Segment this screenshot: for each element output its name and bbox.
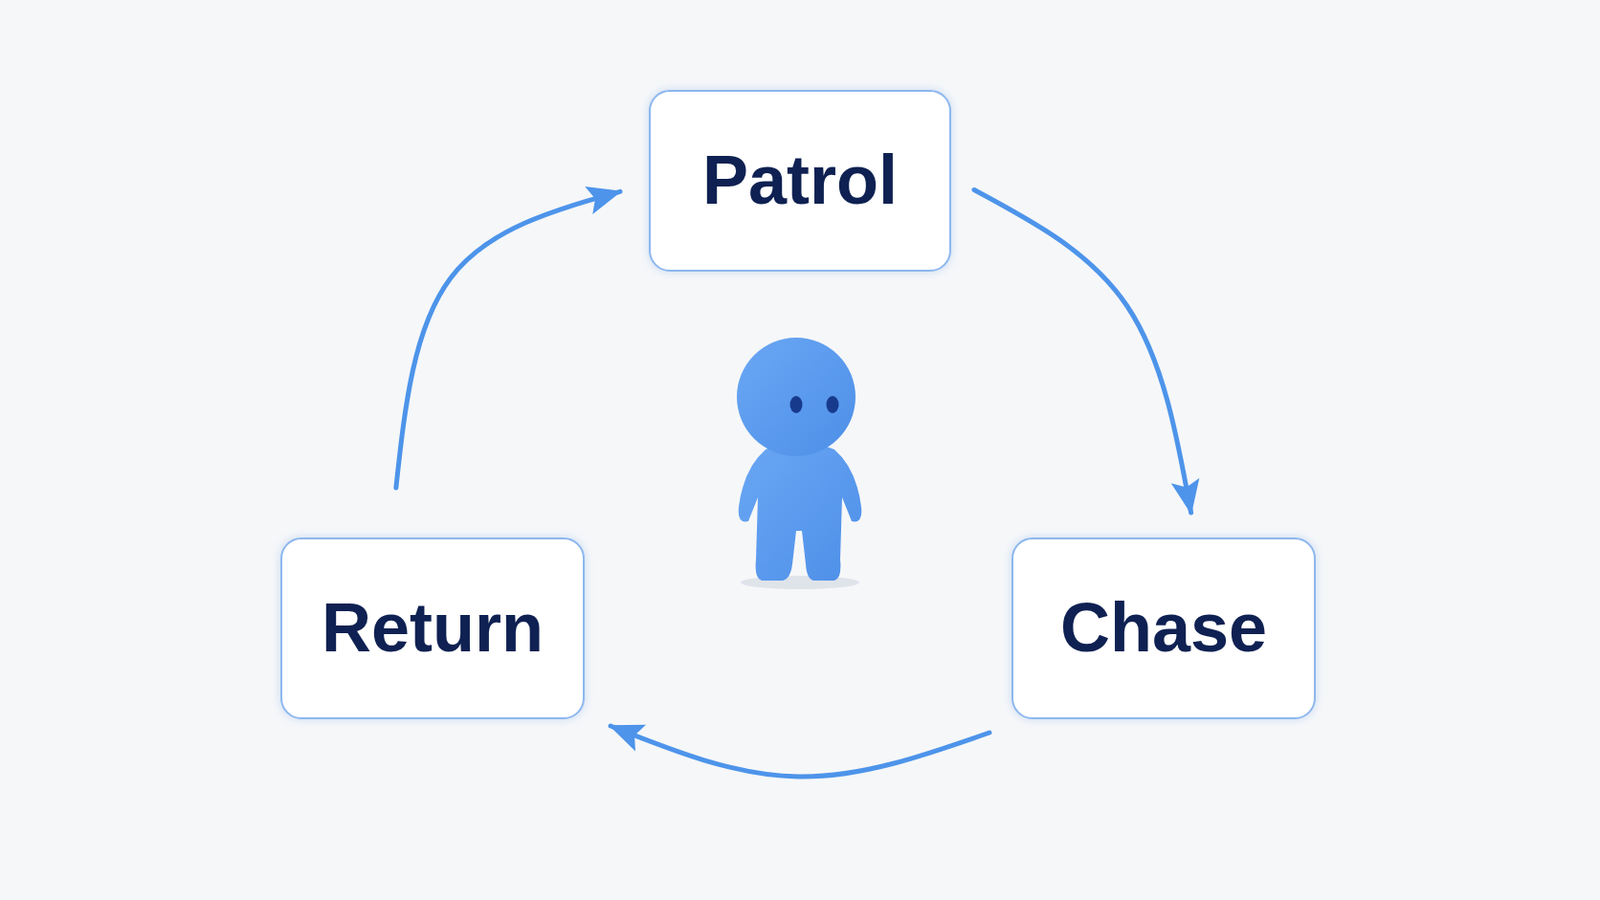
character-eye (790, 396, 803, 414)
state-box: Chase (1011, 537, 1316, 720)
transition-arrow (396, 191, 621, 489)
state-box: Return (280, 537, 585, 720)
state-label: Return (321, 590, 544, 667)
transition-arrow (974, 190, 1192, 514)
character-head (736, 337, 856, 457)
state-label: Patrol (702, 142, 898, 219)
character-body (738, 443, 863, 582)
transition-arrow (610, 726, 990, 778)
state-box: Patrol (648, 89, 952, 272)
character-eye (826, 396, 840, 414)
state-label: Chase (1060, 590, 1267, 667)
